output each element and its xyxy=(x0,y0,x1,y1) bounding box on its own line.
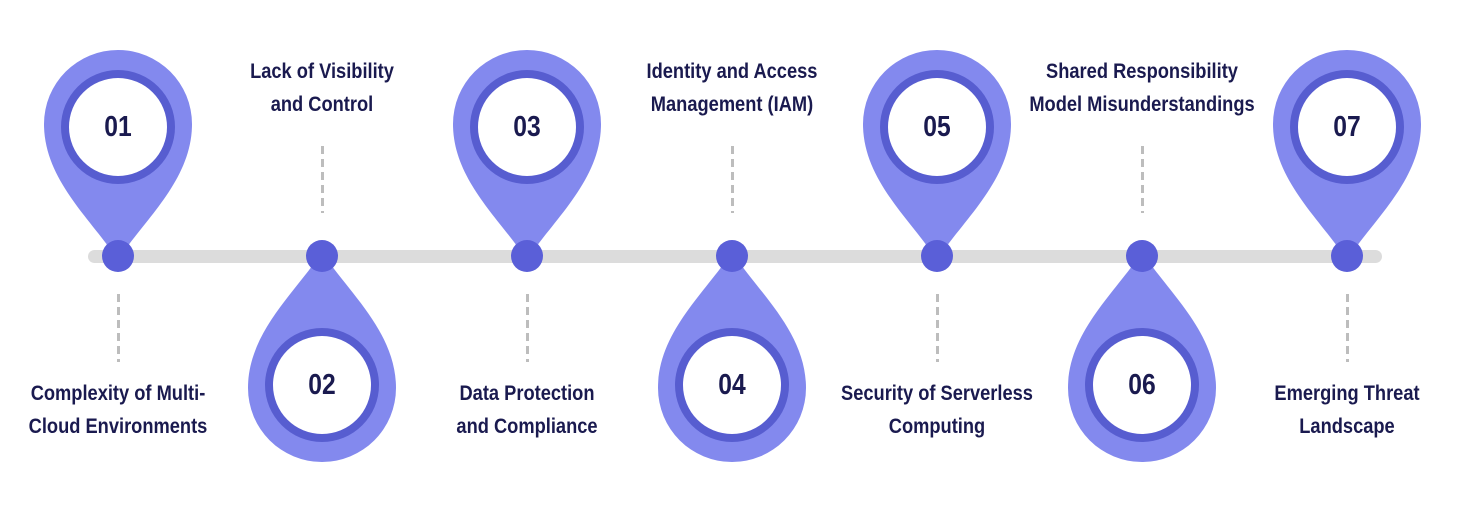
timeline-item-4: 04 Identity and Access Management (IAM) xyxy=(592,0,872,515)
dashed-connector xyxy=(935,294,939,362)
dashed-connector xyxy=(1345,294,1349,362)
pin-inner-circle xyxy=(273,336,371,434)
timeline-item-3: 03 Data Protection and Compliance xyxy=(387,0,667,515)
pin-inner-circle xyxy=(888,78,986,176)
item-label: Shared Responsibility Model Misunderstan… xyxy=(1029,60,1255,116)
timeline-item-2: 02 Lack of Visibility and Control xyxy=(182,0,462,515)
map-pin-icon xyxy=(1068,252,1216,462)
timeline-item-5: 05 Security of Serverless Computing xyxy=(797,0,1077,515)
map-pin-icon xyxy=(44,50,192,260)
dashed-connector xyxy=(320,146,324,213)
map-pin-icon xyxy=(1273,50,1421,260)
timeline-dot xyxy=(1331,240,1363,272)
timeline-item-1: 01 Complexity of Multi- Cloud Environmen… xyxy=(0,0,258,515)
pin-number: 02 xyxy=(308,369,336,401)
pin-number: 03 xyxy=(513,111,541,143)
map-pin-icon xyxy=(453,50,601,260)
dashed-connector xyxy=(730,146,734,213)
timeline-dot xyxy=(921,240,953,272)
pin-inner-circle xyxy=(1298,78,1396,176)
pin-inner-circle xyxy=(478,78,576,176)
timeline-dot xyxy=(1126,240,1158,272)
timeline-item-6: 06 Shared Responsibility Model Misunders… xyxy=(1002,0,1282,515)
dashed-connector xyxy=(525,294,529,362)
timeline-dot xyxy=(511,240,543,272)
item-label: Lack of Visibility and Control xyxy=(250,60,394,116)
pin-inner-circle xyxy=(69,78,167,176)
map-pin-icon xyxy=(248,252,396,462)
timeline-dot xyxy=(102,240,134,272)
item-label: Data Protection and Compliance xyxy=(456,382,598,438)
dashed-connector xyxy=(1140,146,1144,213)
timeline-dot xyxy=(306,240,338,272)
map-pin-icon xyxy=(863,50,1011,260)
timeline-item-7: 07 Emerging Threat Landscape xyxy=(1207,0,1470,515)
map-pin-icon xyxy=(658,252,806,462)
pin-number: 01 xyxy=(104,111,132,143)
pin-inner-circle xyxy=(1093,336,1191,434)
pin-number: 04 xyxy=(718,369,746,401)
pin-inner-circle xyxy=(683,336,781,434)
item-label: Security of Serverless Computing xyxy=(841,382,1033,438)
pin-number: 06 xyxy=(1128,369,1156,401)
pin-number: 07 xyxy=(1333,111,1361,143)
item-label: Emerging Threat Landscape xyxy=(1274,382,1420,438)
pin-number: 05 xyxy=(923,111,951,143)
item-label: Complexity of Multi- Cloud Environments xyxy=(28,382,208,438)
item-label: Identity and Access Management (IAM) xyxy=(646,60,818,116)
dashed-connector xyxy=(116,294,120,362)
timeline-dot xyxy=(716,240,748,272)
